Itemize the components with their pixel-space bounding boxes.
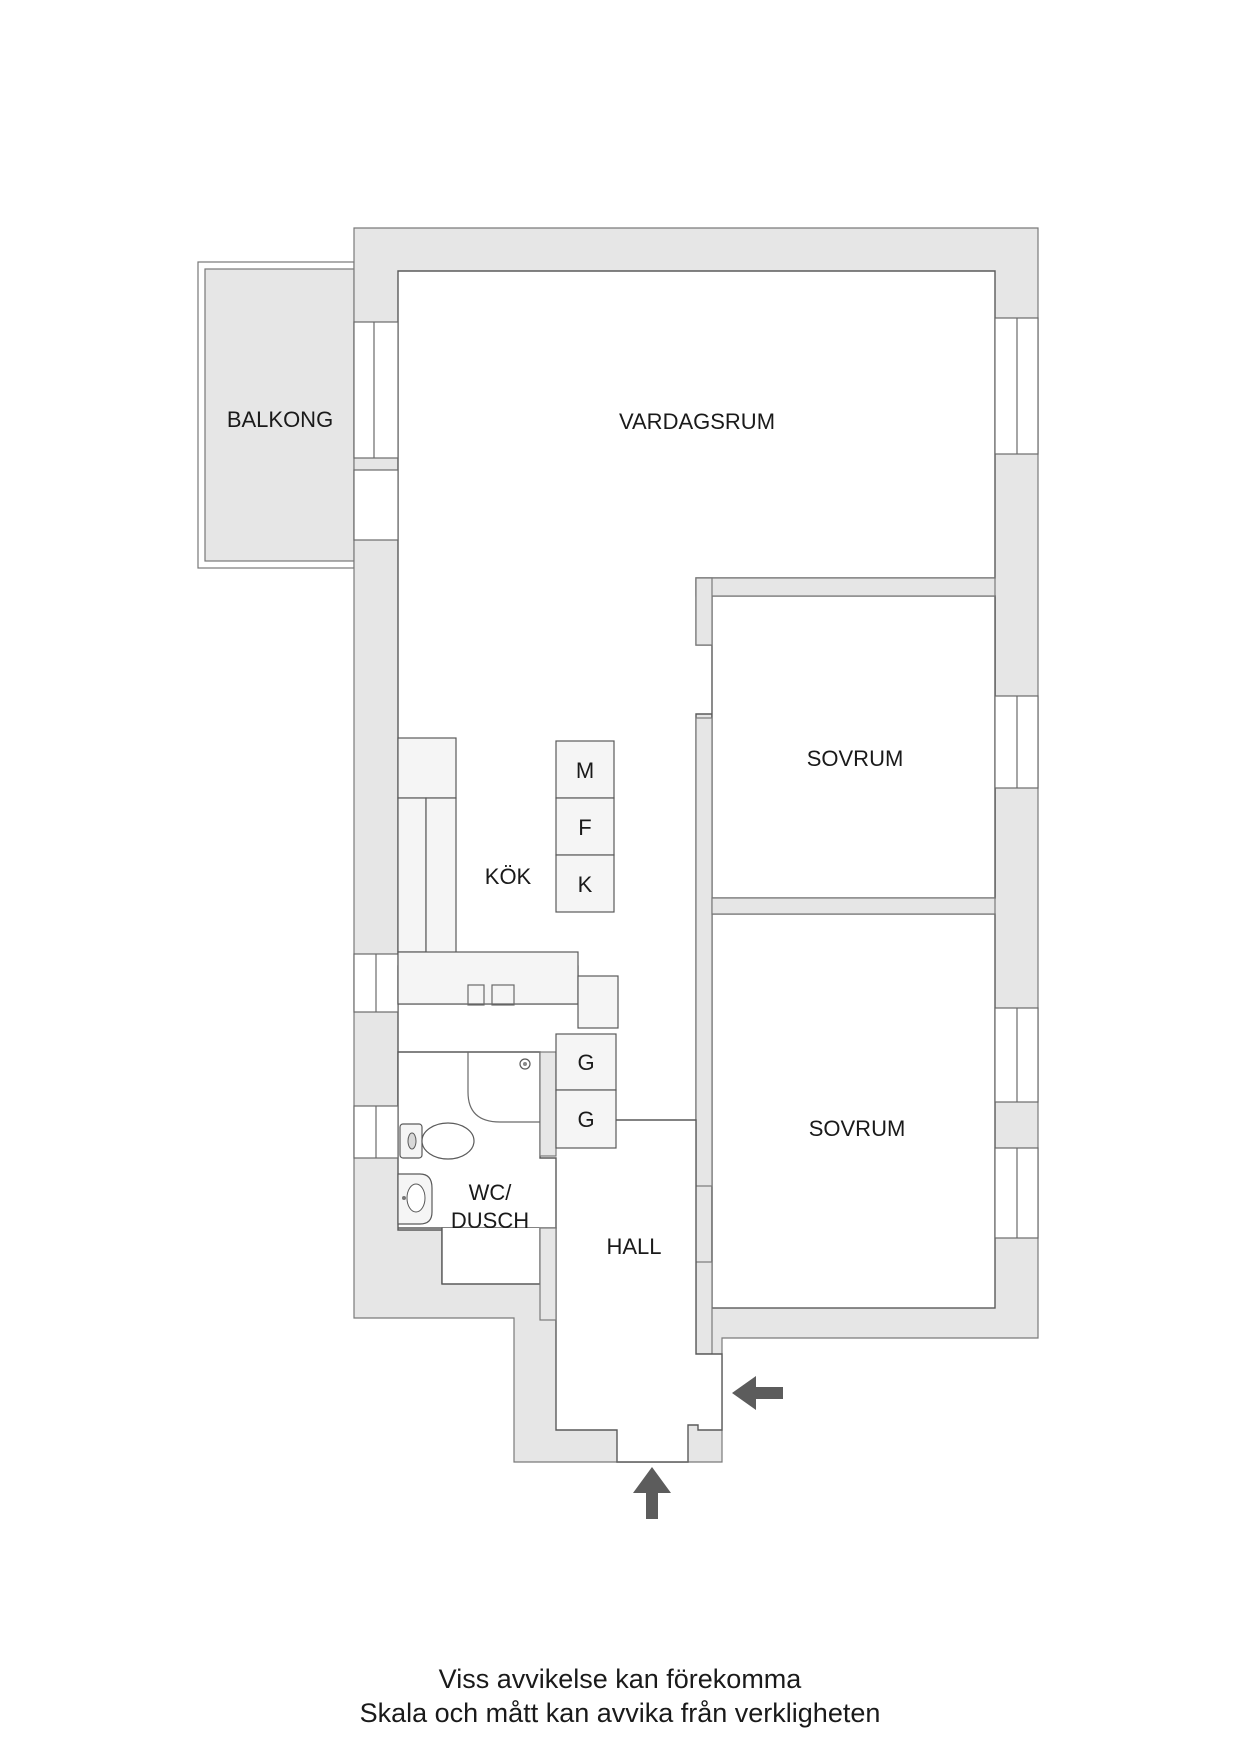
- disclaimer-line-2: Skala och mått kan avvika från verklighe…: [359, 1698, 881, 1728]
- balcony: [197, 261, 355, 569]
- appliance-column: M F K: [555, 740, 615, 913]
- partition-wall: [695, 1261, 713, 1355]
- bedroom-1-area: [711, 595, 996, 899]
- fridge-label: F: [578, 815, 591, 840]
- kitchen-counter: [397, 737, 619, 1029]
- balcony-label: BALKONG: [227, 407, 333, 432]
- stove-icon: [467, 984, 515, 1006]
- sink-icon: [397, 1173, 433, 1225]
- closet-2-label: G: [577, 1107, 594, 1132]
- disclaimer: Viss avvikelse kan förekomma Skala och m…: [0, 1662, 1240, 1730]
- hall-area: [539, 1119, 723, 1463]
- bedroom-2-label: SOVRUM: [809, 1116, 906, 1141]
- closet-1-label: G: [577, 1050, 594, 1075]
- living-room-label: VARDAGSRUM: [619, 409, 775, 434]
- toilet-icon: [399, 1122, 475, 1160]
- bathroom-label-line1: WC/: [469, 1180, 513, 1205]
- window-west-1: [353, 321, 399, 459]
- bedroom-2-area: [711, 913, 996, 1309]
- bathroom-label-line2: DUSCH: [451, 1208, 529, 1233]
- partition-wall: [539, 1051, 557, 1157]
- entrance-arrow-icon: [732, 1376, 783, 1410]
- partition-wall: [711, 897, 996, 915]
- entrance-arrow-icon: [633, 1467, 671, 1519]
- kitchen-label: KÖK: [485, 864, 532, 889]
- shower-icon: [467, 1052, 540, 1123]
- microwave: [555, 740, 615, 799]
- disclaimer-line-1: Viss avvikelse kan förekomma: [438, 1664, 802, 1694]
- closet-column: G G: [555, 1033, 617, 1149]
- partition-wall: [695, 717, 713, 1187]
- freezer-label: K: [578, 872, 593, 897]
- closet-2: [555, 1089, 617, 1149]
- hall-label: HALL: [606, 1234, 661, 1259]
- partition-wall: [695, 577, 713, 646]
- bedroom-1-label: SOVRUM: [807, 746, 904, 771]
- microwave-label: M: [576, 758, 594, 783]
- partition-wall: [539, 1227, 557, 1321]
- balcony-door[interactable]: [353, 469, 399, 541]
- freezer: [555, 854, 615, 913]
- partition-wall: [695, 577, 996, 597]
